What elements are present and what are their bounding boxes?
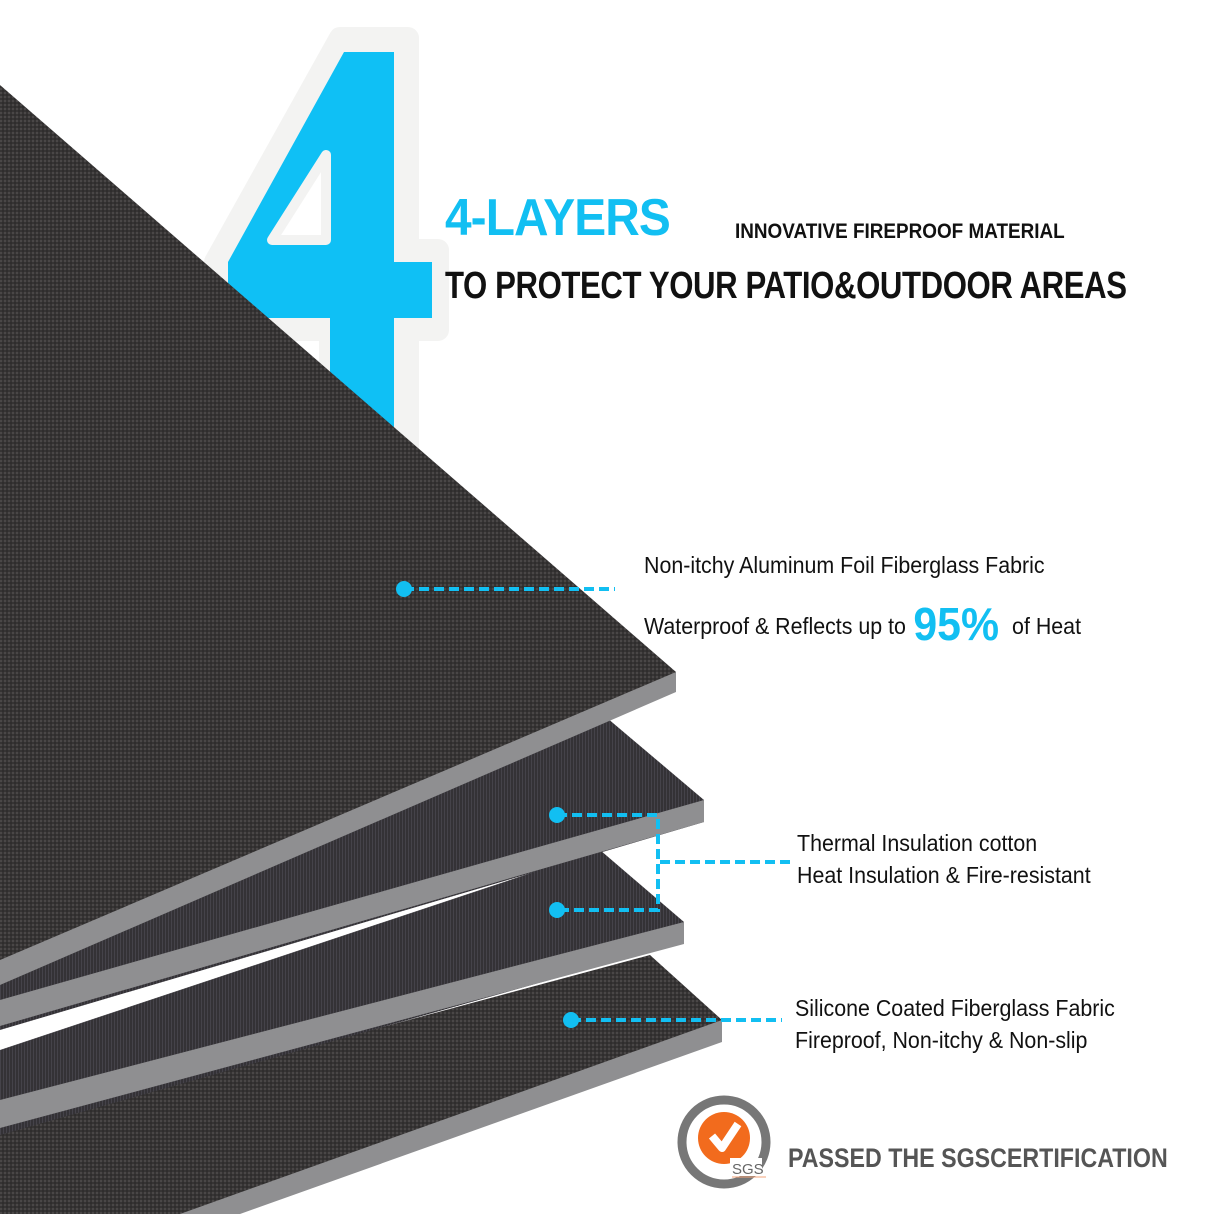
layer-1-title: Non-itchy Aluminum Foil Fiberglass Fabri… [644, 552, 1045, 578]
layers-heading: 4-LAYERS [445, 189, 671, 247]
layer-4-detail: Fireproof, Non-itchy & Non-slip [795, 1027, 1088, 1053]
protect-tagline: TO PROTECT YOUR PATIO&OUTDOOR AREAS [445, 265, 1127, 307]
layer-2-title: Thermal Insulation cotton [797, 830, 1038, 856]
sgs-certified-icon: SGS [677, 1095, 771, 1189]
layers-subheading: INNOVATIVE FIREPROOF MATERIAL [735, 220, 1065, 243]
callout-layer-2-3 [557, 813, 790, 912]
layer-1-detail-suffix: of Heat [1012, 613, 1082, 639]
layer-1-detail: Waterproof & Reflects up to 95% of Heat [644, 597, 1081, 651]
svg-text:SGS: SGS [732, 1161, 764, 1178]
certification-label: PASSED THE SGSCERTIFICATION [788, 1143, 1168, 1173]
callout-dot-icon [396, 581, 412, 597]
reflect-percentage: 95% [913, 598, 1000, 650]
layer-2-detail: Heat Insulation & Fire-resistant [797, 862, 1091, 888]
sheet-layer-3 [0, 850, 684, 1135]
sheet-layer-2 [0, 712, 704, 1030]
sheet-layer-4 [0, 955, 722, 1214]
layer-4-title: Silicone Coated Fiberglass Fabric [795, 995, 1115, 1021]
callout-dot-icon [549, 902, 565, 918]
callout-dot-icon [563, 1012, 579, 1028]
layer-1-detail-prefix: Waterproof & Reflects up to [644, 613, 906, 639]
sheet-layer-1 [0, 85, 676, 985]
callout-dot-icon [549, 807, 565, 823]
